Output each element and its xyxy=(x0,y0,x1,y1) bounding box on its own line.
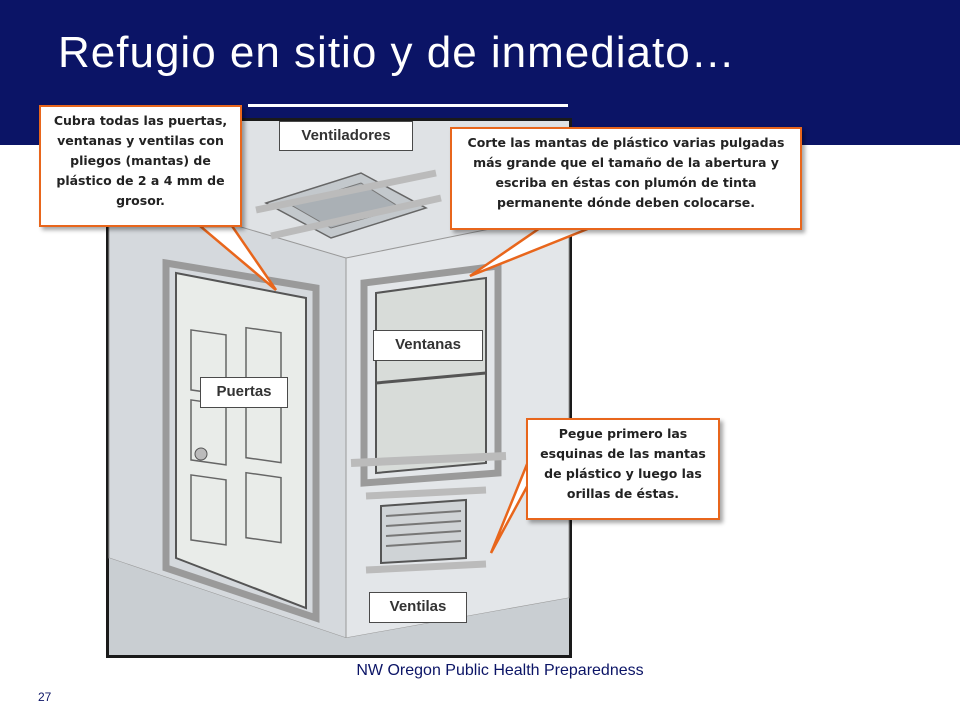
callout-cover-openings: Cubra todas las puertas, ventanas y vent… xyxy=(39,105,242,227)
label-ventanas: Ventanas xyxy=(373,330,483,361)
slide-title: Refugio en sitio y de inmediato… xyxy=(58,28,736,77)
label-puertas: Puertas xyxy=(200,377,288,408)
footer-organization: NW Oregon Public Health Preparedness xyxy=(356,662,644,679)
callout-cut-sheets: Corte las mantas de plástico varias pulg… xyxy=(450,127,802,230)
callout-tape-corners: Pegue primero las esquinas de las mantas… xyxy=(526,418,720,520)
label-ventilas: Ventilas xyxy=(369,592,467,623)
label-ventiladores: Ventiladores xyxy=(279,121,413,151)
page-number: 27 xyxy=(38,690,52,704)
title-underline xyxy=(248,104,568,107)
